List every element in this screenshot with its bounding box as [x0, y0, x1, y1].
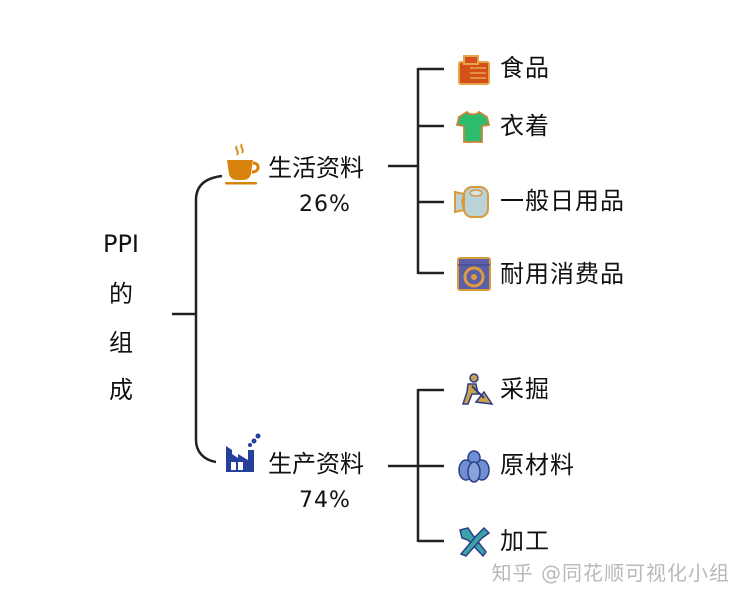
miner-icon: [458, 372, 494, 408]
toilet-paper-icon: [453, 184, 491, 220]
coffee-cup-icon: [223, 142, 263, 186]
leaf-label-raw-materials: 原材料: [500, 451, 575, 479]
category-percent-consumer-goods: 26%: [299, 192, 351, 217]
root-label-zu: 组: [109, 329, 133, 357]
root-label-cheng: 成: [109, 376, 133, 404]
raw-material-icon: [456, 448, 492, 484]
watermark: 知乎 @同花顺可视化小组: [491, 561, 730, 585]
leaf-label-durable-goods: 耐用消费品: [500, 260, 625, 288]
tshirt-icon: [455, 109, 491, 145]
tools-icon: [456, 524, 492, 560]
factory-icon: [224, 432, 264, 474]
leaf-label-processing: 加工: [500, 527, 550, 555]
leaf-label-clothing: 衣着: [500, 112, 550, 140]
food-icon: [456, 52, 492, 88]
washing-machine-icon: [456, 256, 492, 292]
leaf-label-food: 食品: [500, 54, 550, 82]
root-label-de: 的: [109, 280, 133, 308]
leaf-label-mining: 采掘: [500, 375, 550, 403]
category-percent-producer-goods: 74%: [299, 488, 351, 513]
root-label-ppi: PPI: [102, 230, 140, 258]
category-label-producer-goods: 生产资料: [268, 450, 364, 478]
category-label-consumer-goods: 生活资料: [268, 154, 364, 182]
leaf-label-daily-goods: 一般日用品: [500, 187, 625, 215]
